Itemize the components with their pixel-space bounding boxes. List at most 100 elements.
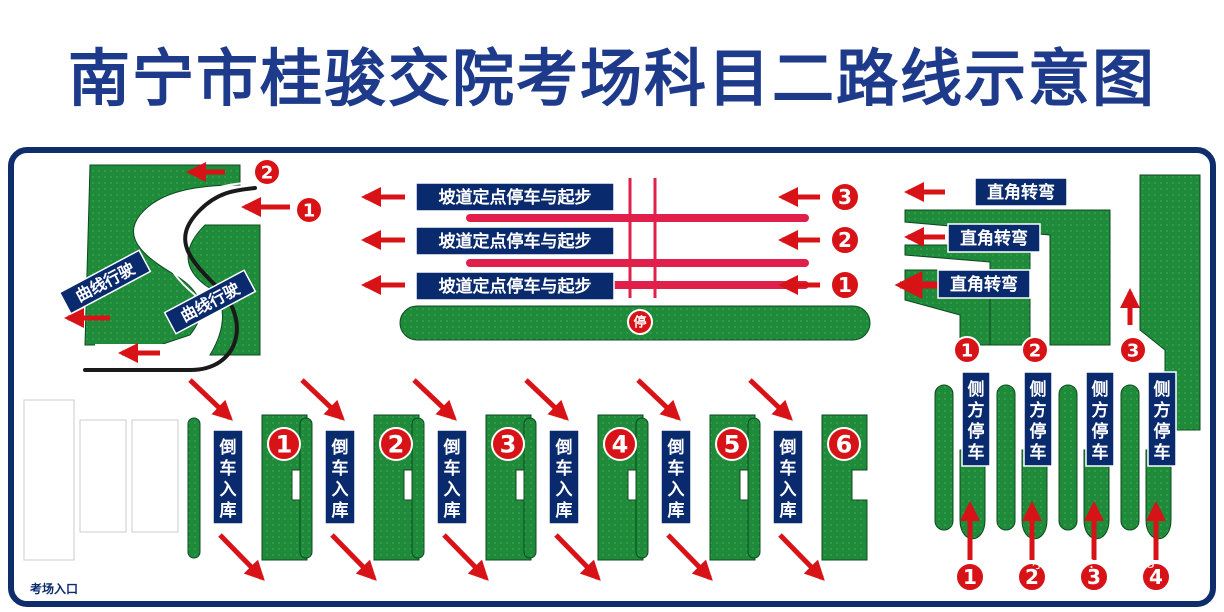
lane-numbers: 2 1 3 2 1 停 1 2 3 1 2 3 4 1 2 3 4 5 6 bbox=[253, 158, 1171, 592]
parallel-label-4-bg bbox=[1147, 371, 1177, 467]
reverse-number-1-text: 1 bbox=[276, 431, 293, 459]
grass-reverse-strip bbox=[523, 417, 537, 559]
reverse-label-2: 倒车入库 bbox=[324, 429, 356, 525]
slope-label-2-bg bbox=[415, 226, 615, 256]
parallel-bottom-number-2-circle bbox=[1017, 562, 1047, 592]
parallel-label-2-text: 侧方停车 bbox=[1030, 379, 1047, 463]
reverse-number-3-circle bbox=[491, 427, 525, 461]
right-angle-label-3-bg bbox=[937, 269, 1031, 299]
slope-number-2-circle bbox=[830, 225, 860, 255]
reverse-number-5-text: 5 bbox=[724, 431, 741, 459]
parallel-label-4-text: 侧方停车 bbox=[1154, 379, 1171, 463]
reverse-label-5: 倒车入库 bbox=[660, 429, 692, 525]
reverse-number-6: 6 bbox=[827, 427, 861, 461]
parallel-bottom-number-1: 1 bbox=[955, 562, 985, 592]
reverse-label-1: 倒车入库 bbox=[212, 429, 244, 525]
entrance-label: 考场入口 bbox=[30, 581, 78, 596]
slope-stop-mark-text: 停 bbox=[633, 315, 646, 331]
reverse-label-4-text: 倒车入库 bbox=[555, 438, 573, 521]
reverse-label-3-bg bbox=[436, 429, 468, 525]
parallel-top-number-1: 1 bbox=[953, 336, 981, 364]
reverse-label-4-bg bbox=[548, 429, 580, 525]
parallel-bottom-number-3-text: 3 bbox=[1087, 565, 1101, 589]
parallel-top-number-2-text: 2 bbox=[1029, 340, 1042, 361]
right-angle-label-2-bg bbox=[947, 223, 1041, 253]
reverse-number-6-circle bbox=[827, 427, 861, 461]
reverse-number-5-circle bbox=[715, 427, 749, 461]
grass-reverse-strip bbox=[187, 417, 201, 559]
grass-parallel-strip bbox=[934, 384, 954, 531]
parallel-top-number-3-circle bbox=[1119, 336, 1147, 364]
slope-stop-mark: 停 bbox=[627, 309, 653, 335]
reverse-label-5-text: 倒车入库 bbox=[667, 438, 685, 521]
slope-label-1: 坡道定点停车与起步 bbox=[415, 182, 615, 212]
slope-number-2: 2 bbox=[830, 225, 860, 255]
direction-arrow bbox=[554, 533, 601, 581]
reverse-label-6-text: 倒车入库 bbox=[779, 438, 797, 521]
parallel-top-number-3: 3 bbox=[1119, 336, 1147, 364]
curve-number-2-text: 2 bbox=[261, 162, 274, 183]
slope-number-3-circle bbox=[830, 182, 860, 212]
direction-arrow bbox=[524, 378, 569, 421]
grass-reverse-strip bbox=[299, 417, 313, 559]
parallel-bottom-number-4: 4 bbox=[1141, 562, 1171, 592]
reverse-number-2-circle bbox=[379, 427, 413, 461]
slope-label-3: 坡道定点停车与起步 bbox=[415, 271, 615, 301]
reverse-label-1-text: 倒车入库 bbox=[219, 438, 237, 521]
direction-arrow bbox=[330, 533, 377, 581]
reverse-label-6-bg bbox=[772, 429, 804, 525]
parallel-label-3: 侧方停车 bbox=[1085, 371, 1115, 467]
grass-parallel-strip bbox=[996, 384, 1016, 531]
slope-label-1-text: 坡道定点停车与起步 bbox=[439, 187, 592, 208]
parallel-bottom-number-1-text: 1 bbox=[963, 565, 977, 589]
curve-number-1-circle bbox=[295, 196, 323, 224]
reverse-label-3: 倒车入库 bbox=[436, 429, 468, 525]
reverse-number-5: 5 bbox=[715, 427, 749, 461]
right-angle-label-1-bg bbox=[974, 177, 1068, 207]
reverse-number-3: 3 bbox=[491, 427, 525, 461]
curve-line-inner bbox=[95, 182, 246, 346]
slope-label-3-bg bbox=[415, 271, 615, 301]
direction-arrow bbox=[748, 378, 793, 421]
parallel-top-number-3-text: 3 bbox=[1127, 340, 1140, 361]
reverse-number-6-text: 6 bbox=[836, 431, 853, 459]
slope-number-3: 3 bbox=[830, 182, 860, 212]
curve-number-2: 2 bbox=[253, 158, 281, 186]
reverse-number-2-text: 2 bbox=[388, 431, 405, 459]
parallel-bottom-number-3: 3 bbox=[1079, 562, 1109, 592]
page-title: 南宁市桂骏交院考场科目二路线示意图 bbox=[67, 42, 1156, 115]
parallel-label-4: 侧方停车 bbox=[1147, 371, 1177, 467]
reverse-number-2: 2 bbox=[379, 427, 413, 461]
slope-number-1-text: 1 bbox=[838, 273, 852, 297]
reverse-label-2-bg bbox=[324, 429, 356, 525]
reverse-number-1: 1 bbox=[267, 427, 301, 461]
reverse-number-4: 4 bbox=[603, 427, 637, 461]
parallel-bottom-number-4-text: 4 bbox=[1149, 565, 1163, 589]
grass-ra-2 bbox=[904, 209, 1111, 346]
parallel-label-1-text: 侧方停车 bbox=[968, 379, 985, 463]
grass-reverse-strip bbox=[747, 417, 761, 559]
direction-arrow bbox=[442, 533, 489, 581]
reverse-number-1-circle bbox=[267, 427, 301, 461]
reverse-number-3-text: 3 bbox=[500, 431, 517, 459]
parallel-bottom-number-2: 2 bbox=[1017, 562, 1047, 592]
right-angle-label-1: 直角转弯 bbox=[974, 177, 1068, 207]
parallel-top-number-1-circle bbox=[953, 336, 981, 364]
grass-parallel-strip bbox=[1058, 384, 1078, 531]
curve-number-1-text: 1 bbox=[303, 200, 316, 221]
slope-number-2-text: 2 bbox=[838, 228, 852, 252]
direction-arrow bbox=[778, 533, 825, 581]
parallel-bottom-number-1-circle bbox=[955, 562, 985, 592]
curve-number-1: 1 bbox=[295, 196, 323, 224]
slope-label-2: 坡道定点停车与起步 bbox=[415, 226, 615, 256]
parallel-label-3-bg bbox=[1085, 371, 1115, 467]
parallel-label-2-bg bbox=[1023, 371, 1053, 467]
parallel-label-3-text: 侧方停车 bbox=[1092, 379, 1109, 463]
reverse-label-5-bg bbox=[660, 429, 692, 525]
right-angle-label-2: 直角转弯 bbox=[947, 223, 1041, 253]
reverse-number-4-circle bbox=[603, 427, 637, 461]
right-angle-label-3: 直角转弯 bbox=[937, 269, 1031, 299]
direction-arrow bbox=[218, 533, 265, 581]
reverse-number-4-text: 4 bbox=[612, 431, 629, 459]
